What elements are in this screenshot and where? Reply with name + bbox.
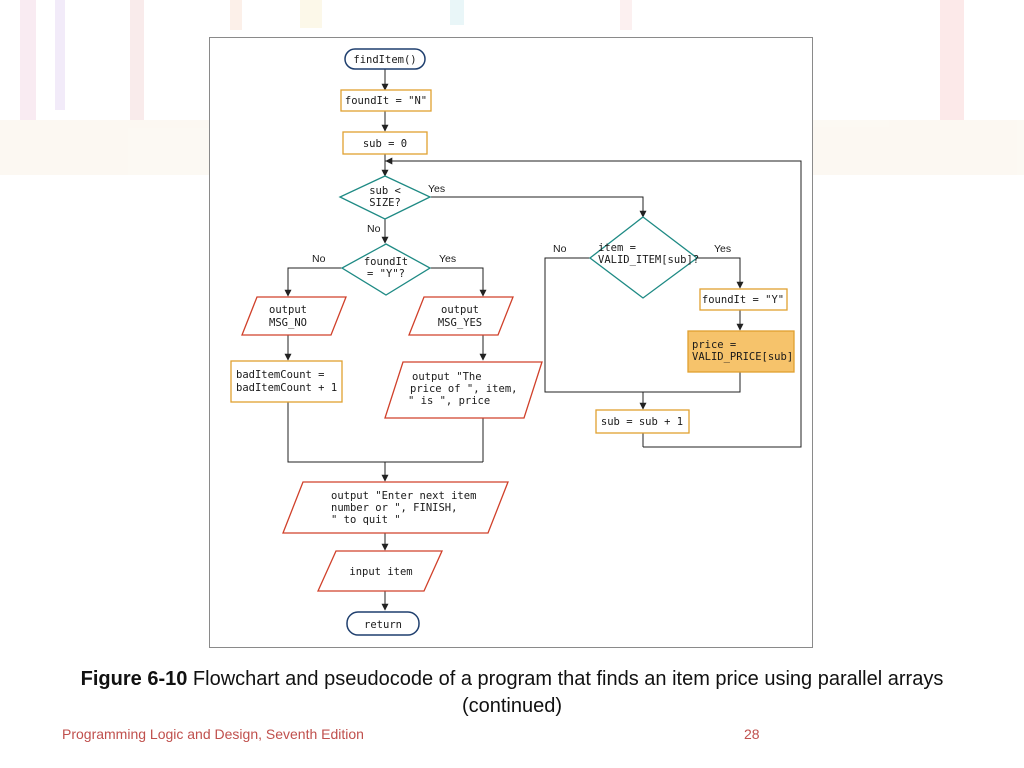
connectors bbox=[284, 68, 802, 611]
svg-text:VALID_ITEM[sub]?: VALID_ITEM[sub]? bbox=[598, 254, 699, 266]
svg-text:badItemCount =: badItemCount = bbox=[236, 369, 325, 381]
svg-text:sub = sub + 1: sub = sub + 1 bbox=[601, 416, 683, 428]
loop-yes-label: Yes bbox=[428, 183, 445, 195]
svg-text:" is ", price: " is ", price bbox=[408, 395, 490, 407]
svg-text:number or ", FINISH,: number or ", FINISH, bbox=[331, 502, 457, 514]
svg-text:= "Y"?: = "Y"? bbox=[367, 268, 405, 280]
item-no-label: No bbox=[553, 243, 567, 255]
svg-text:sub = 0: sub = 0 bbox=[363, 138, 407, 150]
svg-text:SIZE?: SIZE? bbox=[369, 197, 401, 209]
svg-text:findItem(): findItem() bbox=[353, 54, 416, 66]
svg-text:foundIt = "N": foundIt = "N" bbox=[345, 95, 427, 107]
output-price: output "The price of ", item, " is ", pr… bbox=[384, 361, 543, 419]
input-item: input item bbox=[316, 550, 444, 592]
loop-no-label: No bbox=[367, 223, 381, 235]
svg-text:sub <: sub < bbox=[369, 185, 401, 197]
svg-text:VALID_PRICE[sub]: VALID_PRICE[sub] bbox=[692, 351, 793, 363]
found-init-process: foundIt = "N" bbox=[340, 89, 432, 112]
output-msg-no: output MSG_NO bbox=[241, 296, 347, 336]
svg-text:return: return bbox=[364, 619, 402, 631]
figure-label: Figure 6-10 bbox=[80, 668, 188, 690]
loop-decision: sub < SIZE? bbox=[338, 175, 432, 220]
svg-text:foundIt: foundIt bbox=[364, 256, 408, 268]
end-terminal: return bbox=[346, 611, 420, 636]
found-yes-label: Yes bbox=[439, 253, 456, 265]
svg-text:MSG_YES: MSG_YES bbox=[438, 317, 482, 329]
output-prompt: output "Enter next item number or ", FIN… bbox=[282, 481, 509, 534]
svg-text:MSG_NO: MSG_NO bbox=[269, 317, 307, 329]
found-no-label: No bbox=[312, 253, 326, 265]
svg-text:output "Enter next item: output "Enter next item bbox=[331, 490, 476, 502]
bad-count-process: badItemCount = badItemCount + 1 bbox=[230, 360, 343, 403]
svg-text:foundIt = "Y": foundIt = "Y" bbox=[702, 294, 784, 306]
item-decision: item = VALID_ITEM[sub]? bbox=[588, 216, 699, 299]
output-msg-yes: output MSG_YES bbox=[408, 296, 514, 336]
start-terminal: findItem() bbox=[344, 48, 426, 70]
svg-text:input item: input item bbox=[349, 566, 412, 578]
set-found-process: foundIt = "Y" bbox=[699, 288, 788, 311]
page-number: 28 bbox=[744, 726, 760, 742]
item-yes-label: Yes bbox=[714, 243, 731, 255]
caption-text: Flowchart and pseudocode of a program th… bbox=[187, 668, 944, 717]
figure-caption: Figure 6-10 Flowchart and pseudocode of … bbox=[60, 666, 964, 720]
found-decision: foundIt = "Y"? bbox=[340, 243, 432, 296]
svg-text:" to quit ": " to quit " bbox=[331, 514, 401, 526]
set-price-process: price = VALID_PRICE[sub] bbox=[687, 330, 795, 373]
increment-process: sub = sub + 1 bbox=[595, 409, 690, 434]
svg-text:price =: price = bbox=[692, 339, 736, 351]
footer-book-title: Programming Logic and Design, Seventh Ed… bbox=[62, 726, 364, 742]
svg-text:price of ", item,: price of ", item, bbox=[410, 383, 517, 395]
sub-init-process: sub = 0 bbox=[342, 131, 428, 155]
svg-text:output: output bbox=[441, 304, 479, 316]
svg-text:output: output bbox=[269, 304, 307, 316]
svg-text:item =: item = bbox=[598, 242, 636, 254]
svg-text:output "The: output "The bbox=[412, 371, 482, 383]
svg-text:badItemCount + 1: badItemCount + 1 bbox=[236, 382, 337, 394]
